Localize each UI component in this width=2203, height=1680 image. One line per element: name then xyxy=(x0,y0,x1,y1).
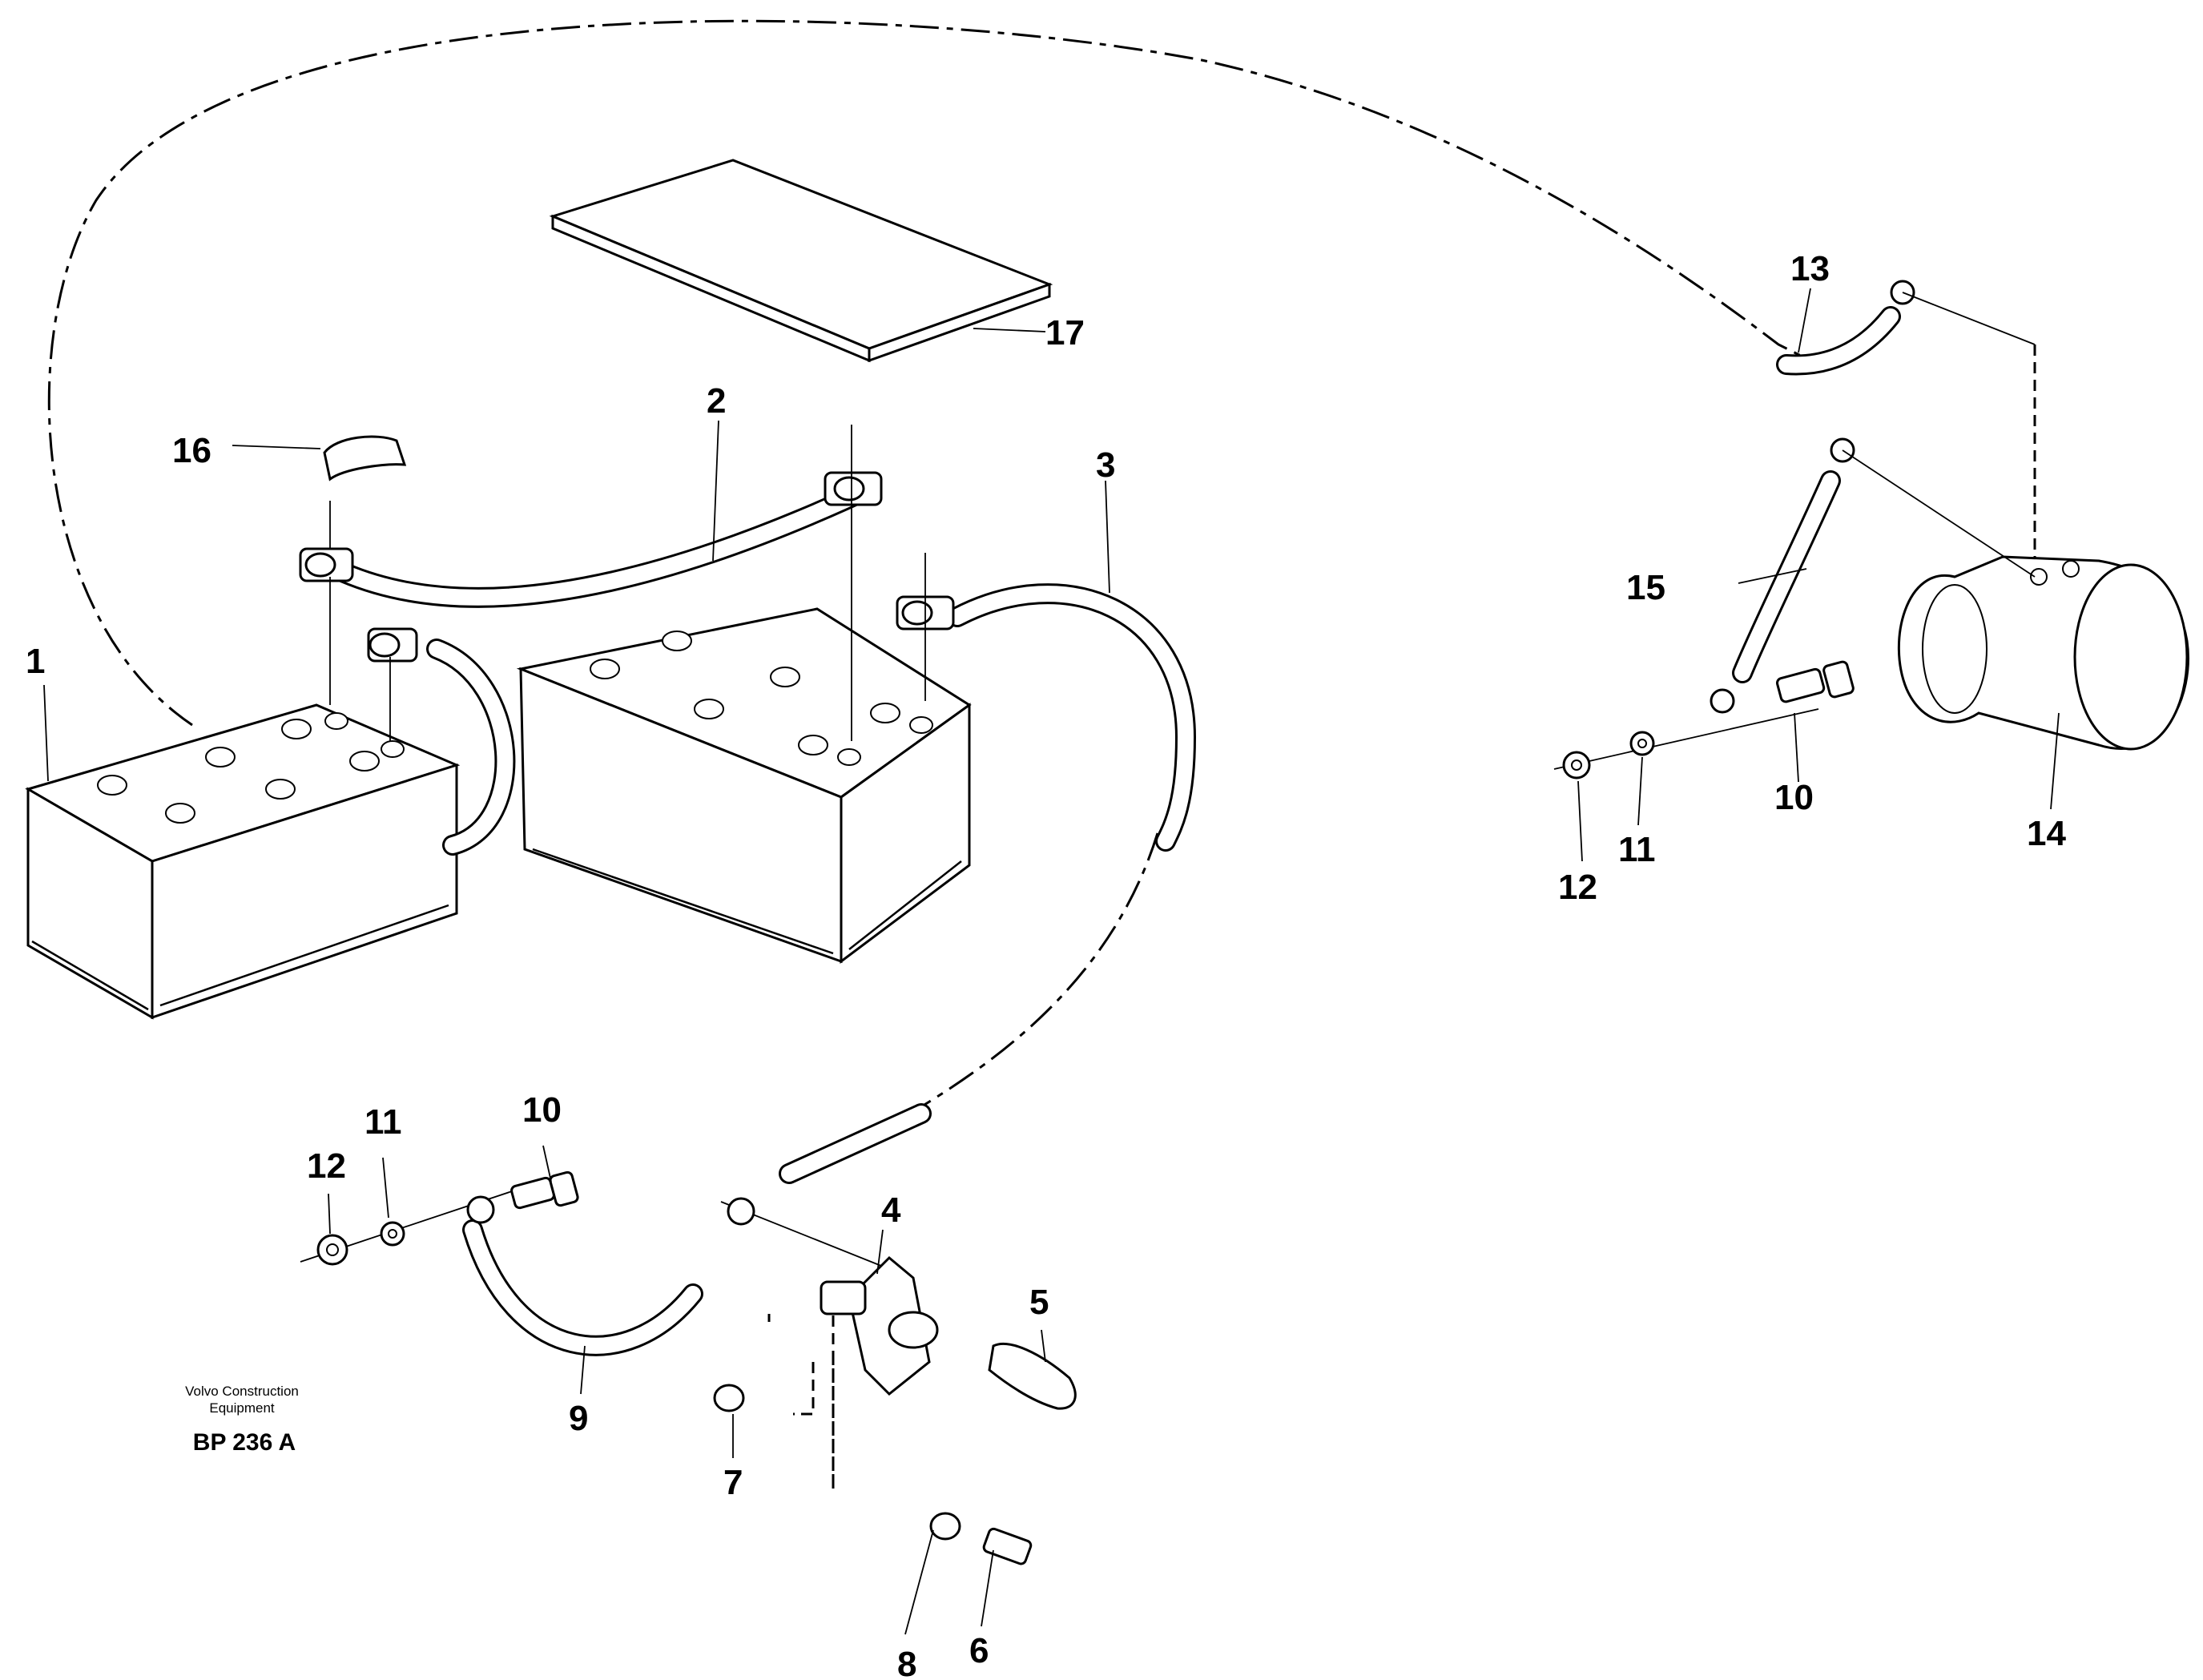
callout-7: 7 xyxy=(723,1463,743,1502)
hardware-left xyxy=(300,1170,579,1266)
callout-10-left: 10 xyxy=(522,1090,562,1130)
callout-11-left: 11 xyxy=(364,1102,402,1142)
cable-bridge xyxy=(426,639,516,856)
routing-line-top xyxy=(47,19,1803,727)
callout-12-right: 12 xyxy=(1558,868,1597,907)
starter-motor xyxy=(1897,555,2189,751)
cover-plate xyxy=(549,159,1053,363)
switch-assembly xyxy=(713,1197,1077,1565)
company-name-line-1: Volvo Construction xyxy=(185,1384,299,1399)
battery-posts xyxy=(329,425,926,741)
callout-11-right: 11 xyxy=(1618,830,1656,869)
callout-2: 2 xyxy=(707,381,726,421)
cable-9 xyxy=(462,1219,703,1356)
cable-3 xyxy=(947,583,1197,852)
hardware-right xyxy=(1553,280,2036,780)
cable-13 xyxy=(1776,306,1901,376)
callout-12-left: 12 xyxy=(307,1146,346,1186)
callout-9: 9 xyxy=(569,1399,588,1438)
callout-6: 6 xyxy=(969,1631,989,1670)
callout-16: 16 xyxy=(172,431,211,470)
callout-3: 3 xyxy=(1096,445,1115,485)
routing-line-bracket xyxy=(767,1314,815,1416)
cable-2 xyxy=(334,482,872,608)
battery-left xyxy=(25,703,461,1020)
callout-14: 14 xyxy=(2027,814,2066,853)
terminal-clamps xyxy=(299,471,955,663)
callout-10-right: 10 xyxy=(1774,778,1814,817)
cable-15 xyxy=(1732,470,1841,683)
callout-17: 17 xyxy=(1045,313,1085,353)
callout-13: 13 xyxy=(1790,249,1830,288)
callout-5: 5 xyxy=(1029,1283,1049,1322)
battery-right xyxy=(516,607,972,964)
callout-15: 15 xyxy=(1626,568,1665,607)
terminal-cover xyxy=(323,435,407,481)
callout-8: 8 xyxy=(897,1645,916,1680)
routing-line-cable-3 xyxy=(896,832,1159,1123)
drawing-code: BP 236 A xyxy=(193,1429,296,1456)
callout-4: 4 xyxy=(881,1191,901,1230)
company-name-line-2: Equipment xyxy=(209,1400,275,1416)
callout-1: 1 xyxy=(26,642,45,681)
cable-3-lug-end xyxy=(779,1103,932,1184)
leader-lines xyxy=(43,288,2060,1635)
